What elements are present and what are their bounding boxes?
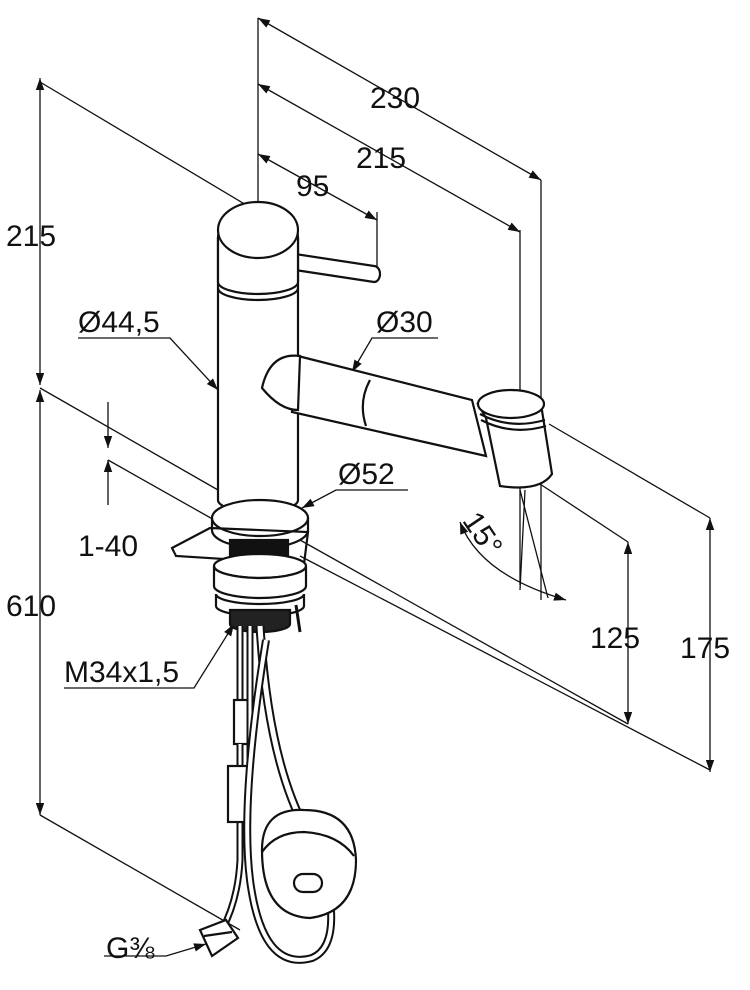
label-body-diameter: Ø44,5	[78, 306, 160, 339]
hose-weight	[260, 808, 358, 920]
dim-arc-15-degrees	[459, 521, 567, 601]
hose-fitting-1	[232, 698, 250, 746]
top-cap-face	[216, 200, 300, 260]
connection-fitting	[198, 918, 240, 958]
spout-joint	[260, 354, 302, 412]
leader-thread	[64, 623, 235, 689]
label-height-lower: 610	[6, 590, 56, 623]
spout-arm	[290, 354, 488, 458]
leader-base-diameter	[301, 489, 408, 509]
leader-body-diameter	[78, 337, 219, 391]
spray-head-top	[476, 388, 546, 420]
label-width-spout: 215	[356, 142, 406, 175]
mounting-nut	[212, 565, 308, 600]
label-spout-diameter: Ø30	[376, 306, 433, 339]
lever-handle	[280, 250, 382, 284]
label-base-diameter: Ø52	[338, 458, 395, 491]
label-outlet-height: 125	[590, 622, 640, 655]
label-lever-offset: 95	[296, 170, 329, 203]
label-connection-prefix: G	[106, 932, 129, 965]
leader-spout-diameter	[351, 337, 438, 373]
weight-slot	[292, 872, 324, 894]
label-connection-fraction: ⅜	[129, 932, 155, 965]
label-connection: G⅜	[106, 932, 155, 965]
dim-line-95	[257, 153, 378, 221]
label-spout-height: 175	[680, 632, 730, 665]
triangle-washer	[170, 526, 310, 566]
label-deck-thickness: 1-40	[78, 530, 138, 563]
label-width-total: 230	[370, 82, 420, 115]
leader-connection	[104, 943, 207, 957]
dim-line-215-horizontal	[257, 83, 521, 233]
dimension-lines	[35, 17, 715, 957]
extension-lines	[39, 18, 711, 931]
label-thread: M34x1,5	[64, 656, 179, 689]
label-spray-angle: 15°	[456, 506, 509, 562]
faucet-body	[170, 200, 554, 964]
label-height-upper: 215	[6, 220, 56, 253]
